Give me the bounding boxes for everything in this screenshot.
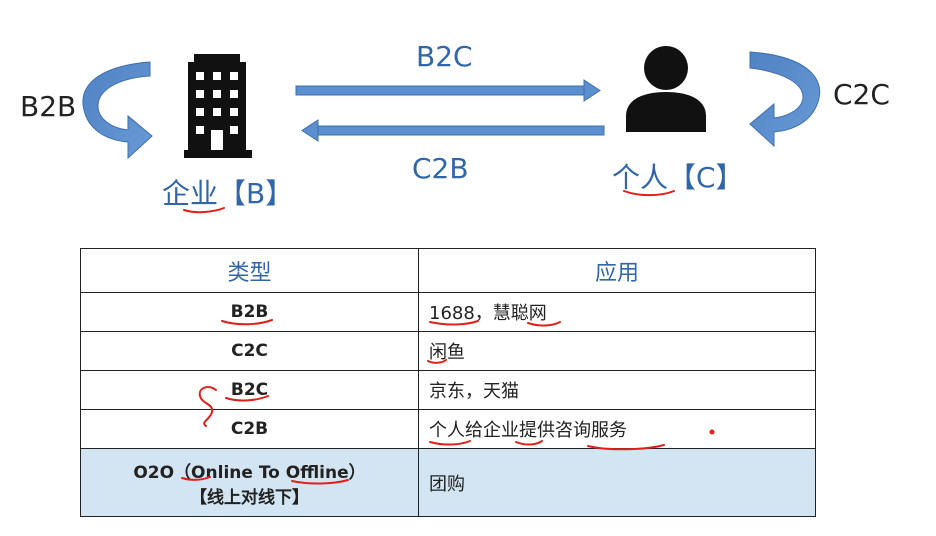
building-icon [184,54,252,158]
type-cell: C2C [80,331,419,371]
table-row: B2C 京东，天猫 [80,370,816,410]
type-cell: C2B [80,409,419,449]
person-label: 个人【C】 [612,161,744,194]
c2b-label: C2B [412,152,469,185]
table-row: C2B 个人给企业提供咨询服务 [80,409,816,449]
application-cell: 京东，天猫 [418,370,816,410]
type-cell: B2B [80,292,419,332]
c2b-arrow [301,119,605,142]
table-header-row: 类型 应用 [80,248,816,293]
handwritten-annotations [183,190,675,214]
person-icon [626,46,706,132]
header-application: 应用 [418,248,816,293]
type-cell: O2O（Online To Offline） 【线上对线下】 [80,448,419,517]
b2b-self-loop-arrow [82,61,153,160]
application-cell: 1688，慧聪网 [418,292,816,332]
b2c-arrow [295,79,601,102]
c2c-self-loop-arrow [749,51,821,148]
header-type: 类型 [80,248,419,293]
business-model-diagram [82,46,821,214]
enterprise-label: 企业【B】 [162,177,294,210]
table-row-highlighted: O2O（Online To Offline） 【线上对线下】 团购 [80,448,816,517]
b2c-label: B2C [416,40,473,73]
table-row: C2C 闲鱼 [80,331,816,371]
application-cell: 团购 [418,448,816,517]
c2c-label: C2C [833,78,890,111]
business-model-table: 类型 应用 B2B 1688，慧聪网 C2C 闲鱼 B2C 京东，天猫 C2B … [80,248,816,517]
type-cell-line2: 【线上对线下】 [190,487,309,508]
type-cell-line1: O2O（Online To Offline） [133,462,366,483]
table-row: B2B 1688，慧聪网 [80,292,816,332]
application-cell: 闲鱼 [418,331,816,371]
b2b-label: B2B [20,90,77,123]
type-cell: B2C [80,370,419,410]
application-cell: 个人给企业提供咨询服务 [418,409,816,449]
